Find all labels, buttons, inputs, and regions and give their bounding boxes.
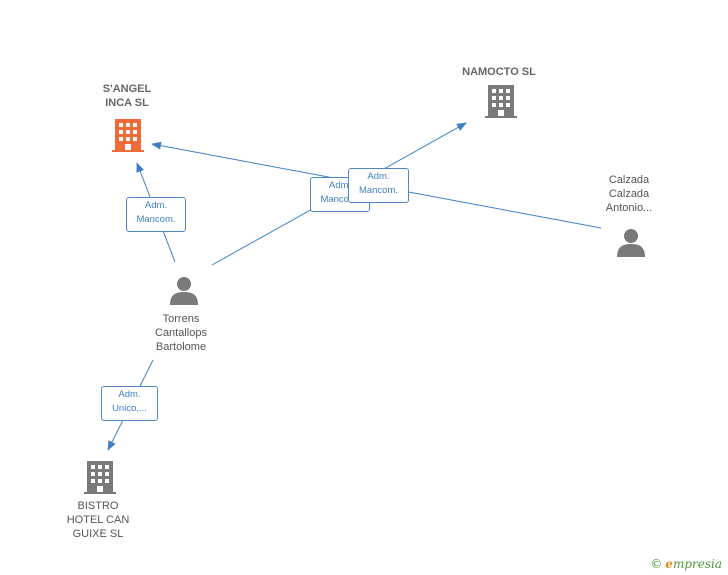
person-calzada-name[interactable]: Calzada Calzada Antonio... bbox=[605, 174, 653, 214]
person-torrens-name[interactable]: Torrens Cantallops Bartolome bbox=[155, 313, 207, 353]
edge-label-torrens-bistro[interactable]: Adm. Unico,... bbox=[101, 386, 158, 421]
edge-label-torrens-namocto[interactable]: Adm. Mancom. bbox=[348, 168, 409, 203]
edge-label-torrens-sangel[interactable]: Adm. Mancom. bbox=[126, 197, 186, 232]
brand-initial: e bbox=[665, 557, 673, 571]
brand-name: mpresia bbox=[672, 557, 722, 571]
building-icon[interactable] bbox=[112, 117, 144, 153]
company-namocto-name[interactable]: NAMOCTO SL bbox=[462, 66, 536, 78]
company-bistro-name[interactable]: BISTRO HOTEL CAN GUIXE SL bbox=[66, 500, 130, 540]
copyright-symbol: © bbox=[650, 557, 663, 571]
person-icon[interactable] bbox=[169, 276, 199, 306]
company-sangel-name[interactable]: S'ANGEL INCA SL bbox=[102, 83, 152, 109]
person-icon[interactable] bbox=[616, 228, 646, 258]
empresia-logo[interactable]: ©empresia bbox=[650, 557, 722, 571]
building-icon[interactable] bbox=[485, 83, 517, 119]
building-icon[interactable] bbox=[84, 459, 116, 495]
